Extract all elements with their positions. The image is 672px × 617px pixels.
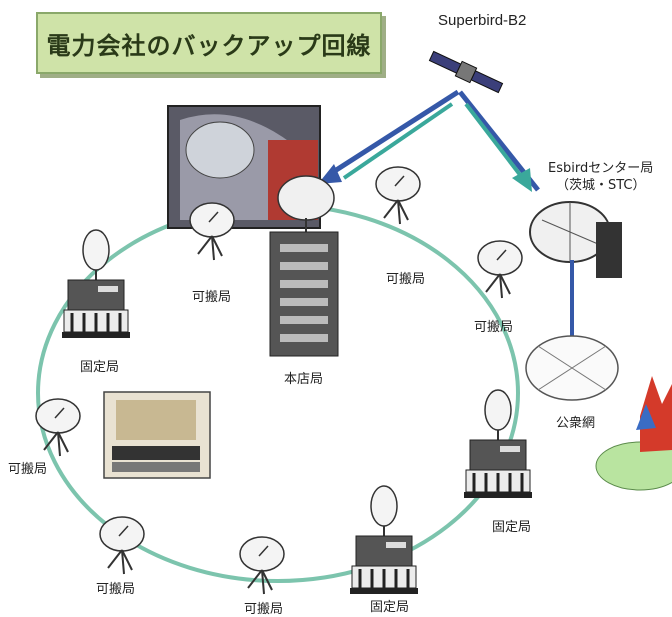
portable-station-icon <box>35 398 81 457</box>
portable-station-icon <box>99 516 145 575</box>
portable-station-icon <box>239 536 285 595</box>
portable-station-label: 可搬局 <box>96 582 136 597</box>
equipment-photo <box>103 391 211 479</box>
satellite-label: Superbird-B2 <box>438 12 527 29</box>
center-station-name: Esbirdセンター局 <box>548 161 654 176</box>
fixed-station-label: 固定局 <box>80 360 120 375</box>
right-edge-illustration <box>595 376 672 491</box>
satellite-link-arrows <box>318 89 540 192</box>
fixed-station-label: 固定局 <box>370 600 410 615</box>
public-network-label: 公衆網 <box>556 416 596 431</box>
center-station-label: Esbirdセンター局 （茨城・STC） <box>548 160 653 194</box>
portable-station-icon <box>375 166 421 225</box>
center-station-icon <box>529 201 622 338</box>
portable-station-icon <box>477 240 523 299</box>
portable-station-label: 可搬局 <box>8 462 48 477</box>
diagram-title: 電力会社のバックアップ回線 <box>36 12 382 74</box>
head-office-label: 本店局 <box>284 372 324 387</box>
fixed-station-icon <box>462 388 534 500</box>
fixed-station-label: 固定局 <box>492 520 532 535</box>
satellite-icon <box>428 50 504 94</box>
fixed-station-icon <box>348 484 420 596</box>
fixed-station-icon <box>60 228 132 340</box>
portable-station-label: 可搬局 <box>386 272 426 287</box>
public-network-icon <box>525 335 619 401</box>
head-office-building <box>269 175 339 357</box>
portable-station-label: 可搬局 <box>192 290 232 305</box>
center-station-location: （茨城・STC） <box>556 178 646 193</box>
portable-station-icon <box>189 202 235 261</box>
portable-station-label: 可搬局 <box>474 320 514 335</box>
portable-station-label: 可搬局 <box>244 602 284 617</box>
